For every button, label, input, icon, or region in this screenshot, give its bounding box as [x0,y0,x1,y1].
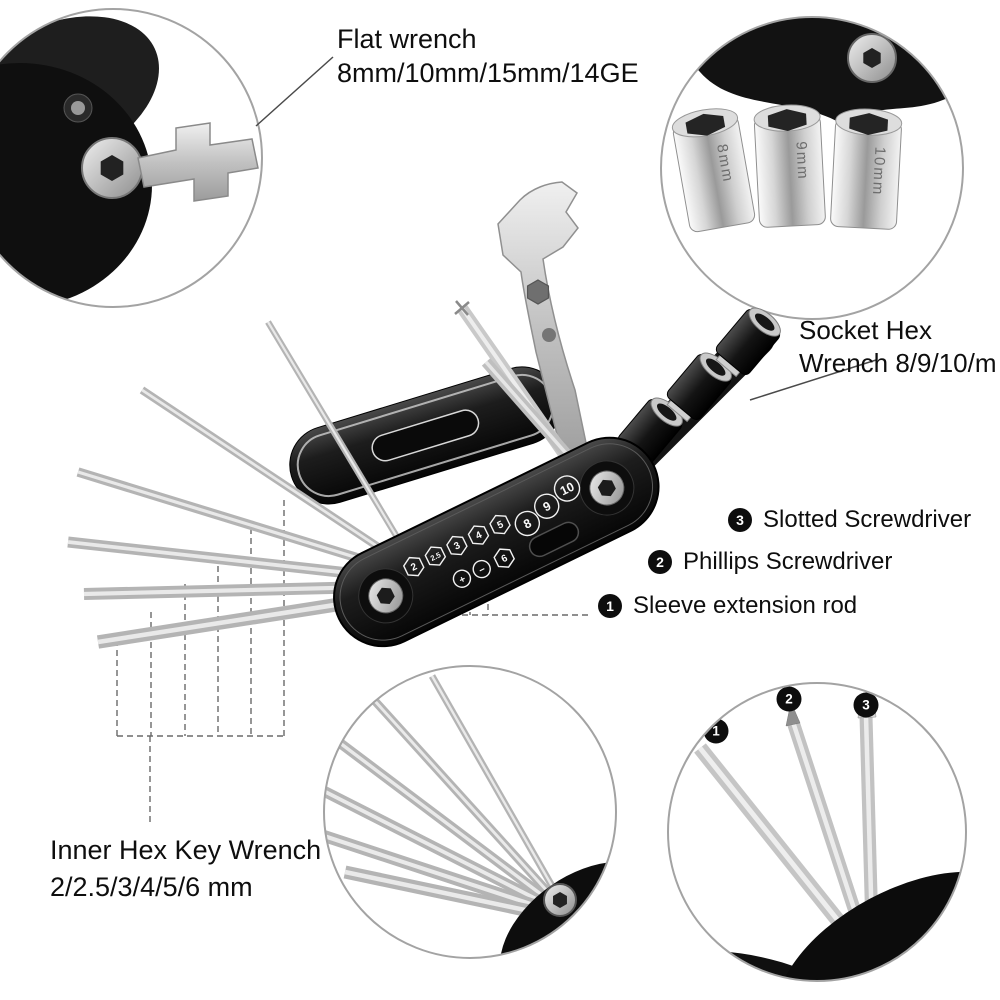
marking-slotted: − [477,564,487,577]
hex-key [343,865,560,924]
marking-hex-3: 3 [452,540,462,553]
socket-engraving: 8mm [713,143,737,185]
marking-hex-4: 4 [474,530,484,543]
callout-flat-wrench-title: Flat wrench [337,24,477,54]
pivot-bolt-right [579,460,635,516]
inset-circle-border [660,16,964,320]
callout-inner-hex-key-sizes: 2/2.5/3/4/5/6 mm [50,872,253,902]
socket-engraving: 9mm [792,141,811,181]
hex-key-2mm [265,320,415,564]
marking-phillips: + [458,574,468,587]
hex-key [428,674,556,888]
handle-slot [528,521,580,558]
marking-hex-2-5: 2.5 [429,550,442,563]
number-badge-2: 2 [648,550,672,574]
marking-hex-5: 5 [496,519,506,532]
svg-text:2: 2 [785,692,793,707]
flat-wrench-leader-line [255,56,334,127]
flat-wrench-blade [137,122,259,202]
callout-sleeve-extension-rod-label: Sleeve extension rod [633,592,858,619]
hex-key [370,697,552,895]
callout-flat-wrench: Flat wrench 8mm/10mm/15mm/14GE [337,22,639,90]
inset-flat-wrench-detail [0,8,263,308]
printed-markings: 2 2.5 3 4 5 + − 6 8 9 10 [400,475,581,588]
slotted-screwdriver [857,704,879,931]
inset-circle-border [323,665,617,959]
inset-driver-tips-detail: 1 2 3 [667,682,967,982]
svg-text:3: 3 [862,698,870,713]
socket-hex-leader-line [749,359,877,401]
callout-sleeve-extension-rod: 1 Sleeve extension rod [598,592,857,620]
marking-hex-6: 6 [500,553,510,566]
inset-badge-2: 2 [776,686,802,712]
callout-phillips-screwdriver-label: Phillips Screwdriver [683,548,893,575]
tool-clamp [499,861,616,958]
socket-cylinder-10mm: 10mm [830,108,903,230]
socket-cylinder-8mm: 8mm [671,108,756,233]
hex-key [324,827,554,917]
callout-inner-hex-key: Inner Hex Key Wrench 2/2.5/3/4/5/6 mm [50,832,321,906]
front-handle: 2 2.5 3 4 5 + − 6 8 9 10 [333,436,660,648]
number-badge-3: 3 [728,508,752,532]
callout-flat-wrench-sizes: 8mm/10mm/15mm/14GE [337,58,639,88]
socket-holder-3 [715,307,781,378]
phillips-tip [785,701,801,727]
handle-slot [371,409,480,462]
socket-holder-2 [666,352,732,423]
pivot-bolt-left [358,568,414,624]
callout-socket-hex-sizes: Wrench 8/9/10/m [799,348,997,378]
wrench-round-hole [542,328,556,342]
svg-text:1: 1 [712,724,720,739]
callout-inner-hex-key-title: Inner Hex Key Wrench [50,835,322,865]
inset-socket-detail: 8mm 9mm 10mm [660,16,964,320]
hex-key [328,733,550,902]
multi-tool-body: 2 2.5 3 4 5 + − 6 8 9 10 [67,181,781,649]
marking-socket-10: 10 [558,480,577,499]
inset-circle-border [667,682,967,982]
callout-phillips-screwdriver: 2 Phillips Screwdriver [648,548,892,576]
callout-slotted-screwdriver-label: Slotted Screwdriver [763,506,972,533]
marking-hex-2: 2 [409,561,419,574]
inset-hex-keys-detail [323,665,617,959]
wrench-hex-hole [526,279,550,305]
flat-wrench-tool [497,181,591,471]
hex-key-2-5mm [139,386,413,572]
phillips-screwdriver [785,701,869,936]
sleeve-extension-rod [694,743,858,943]
callout-slotted-screwdriver: 3 Slotted Screwdriver [728,506,971,534]
callout-socket-hex: Socket Hex Wrench 8/9/10/m [799,314,997,380]
socket-cylinder-9mm: 9mm [753,104,826,228]
hex-key [324,779,551,910]
inset-badge-3: 3 [853,692,879,718]
number-badge-1: 1 [598,594,622,618]
handle-half-front [0,63,152,307]
socket-engraving: 10mm [869,146,889,197]
callout-socket-hex-title: Socket Hex [799,315,932,345]
inset-circle-border [0,8,263,308]
